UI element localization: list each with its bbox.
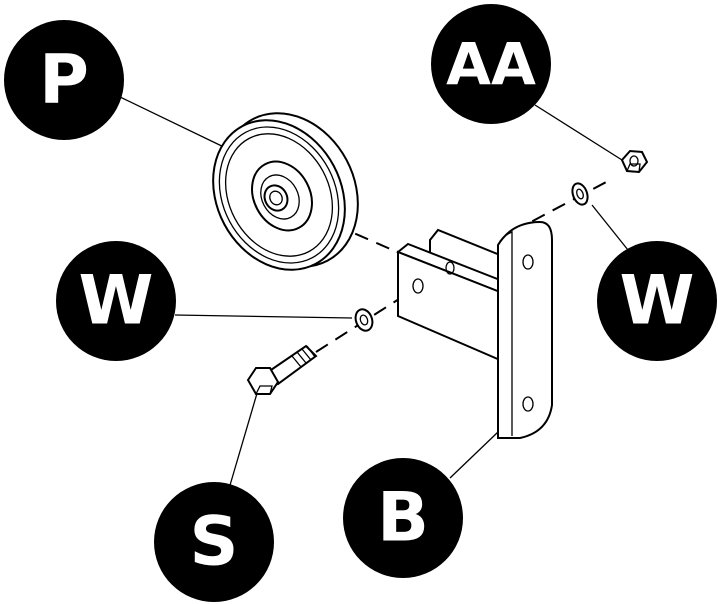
right-washer-part	[571, 182, 589, 206]
bracket-part	[396, 220, 553, 439]
label-s-text: S	[190, 503, 239, 582]
label-w-right-text: W	[619, 262, 694, 341]
label-aa-text: AA	[446, 30, 536, 98]
left-washer-part	[354, 308, 374, 332]
label-b-text: B	[377, 479, 429, 558]
label-w-right: W	[597, 241, 717, 361]
pulley-part	[212, 112, 359, 271]
label-s: S	[154, 482, 274, 602]
label-aa: AA	[431, 4, 551, 124]
leader-lines	[117, 95, 629, 493]
label-p-text: P	[39, 41, 89, 120]
label-w-left-text: W	[78, 262, 153, 341]
screw-part	[246, 344, 318, 395]
label-b: B	[343, 458, 463, 578]
label-p: P	[4, 20, 124, 140]
nut-part	[620, 149, 649, 174]
screw-thread	[291, 345, 316, 368]
label-w-left: W	[56, 241, 176, 361]
